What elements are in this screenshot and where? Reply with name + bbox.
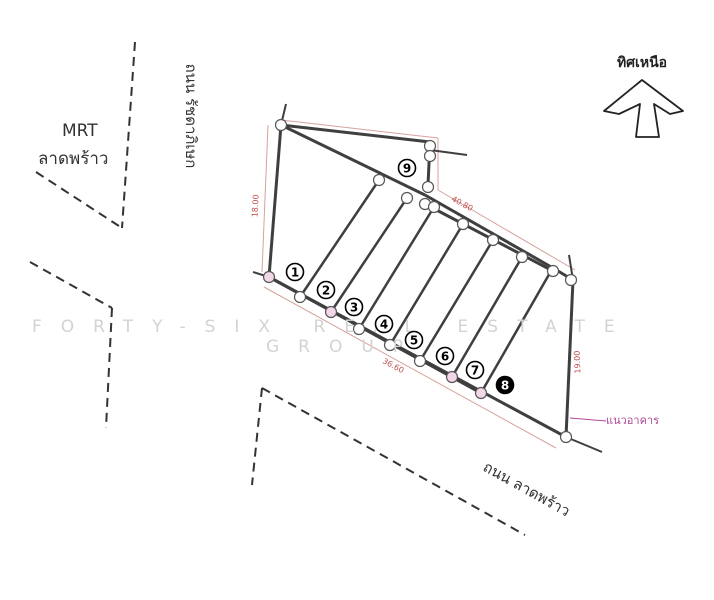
plot-boundary [298,179,381,298]
plot-number: 7 [471,364,479,378]
plot-marker-7: 7 [465,360,485,380]
boundary-node [546,264,560,278]
mrt-station-label: ลาดพร้าว [38,149,108,169]
plot-boundary [479,270,553,394]
land-boundary [267,123,575,439]
plot-marker-4: 4 [374,314,394,334]
extension-line [429,149,468,156]
boundary-line [267,124,575,439]
dimension-bottom: 36.60 [381,356,405,375]
boundary-node [293,290,307,304]
watermark-line-1: FORTY-SIX REAL ESTATE [32,317,634,337]
plot-number: 2 [322,284,330,298]
extension-line [565,436,603,453]
dimension-line [261,124,269,273]
boundary-line [424,193,554,270]
boundary-node [352,322,366,336]
plot-boundaries [298,179,553,394]
plot-number: 4 [380,318,388,332]
plot-marker-9: 9 [397,158,417,178]
street-edge [251,387,263,486]
boundary-node [486,233,500,247]
boundary-node [564,273,578,287]
boundary-node [413,354,427,368]
dimension-line [437,189,576,271]
street-edge [121,41,136,229]
boundary-node [274,118,288,132]
plot-marker-8: 8 [495,375,515,395]
boundary-node [474,386,488,400]
dimension-line [280,119,439,139]
boundary-node [383,338,397,352]
plot-marker-3: 3 [344,297,364,317]
boundary-node [372,173,386,187]
plot-boundary [329,197,409,313]
boundary-node [559,430,573,444]
street-edge [35,171,123,229]
boundary-line [280,123,431,144]
street-edge [261,387,526,536]
plot-number: 1 [291,266,299,280]
boundary-node [427,200,441,214]
boundary-node [324,305,338,319]
boundary-line [280,123,426,197]
boundary-node [515,250,529,264]
north-label: ทิศเหนือ [617,55,667,71]
plot-boundary [450,256,524,378]
dimension-right: 19.00 [573,350,583,373]
boundary-node [262,270,276,284]
boundary-node [421,180,435,194]
street-edge [105,307,113,429]
main-road-label: ถนน ลาดพร้าว [480,458,573,521]
setback-label: แนวอาคาร [606,414,659,427]
boundary-node [423,149,437,163]
plot-number: 6 [441,350,449,364]
setback-leader [569,417,607,422]
plot-marker-1: 1 [285,262,305,282]
plot-marker-2: 2 [316,280,336,300]
dimension-left: 18.00 [250,194,260,217]
boundary-node [445,370,459,384]
north-arrow-icon [603,79,684,138]
plot-marker-5: 5 [404,330,424,350]
boundary-node [456,217,470,231]
plot-number: 3 [350,301,358,315]
plot-number: 8 [501,379,509,393]
plot-marker-6: 6 [435,346,455,366]
plot-boundary [418,239,495,362]
street-edges [29,41,526,536]
plot-number: 5 [410,334,418,348]
street-edge [29,261,113,309]
watermark-line-2: GROUP [266,337,422,357]
plot-boundary [388,223,465,346]
dimension-lines [261,119,576,449]
boundary-node [400,191,414,205]
plot-boundary [357,206,436,330]
dimension-line [263,286,557,449]
plot-number: 9 [403,162,411,176]
boundary-nodes [262,118,578,444]
plot-markers: 1 2 3 4 5 6 7 8 9 [285,158,515,395]
boundary-node [423,139,437,153]
mrt-label: MRT [62,121,98,141]
side-road-label: ถนน รัชดาภิเษก [182,64,200,169]
